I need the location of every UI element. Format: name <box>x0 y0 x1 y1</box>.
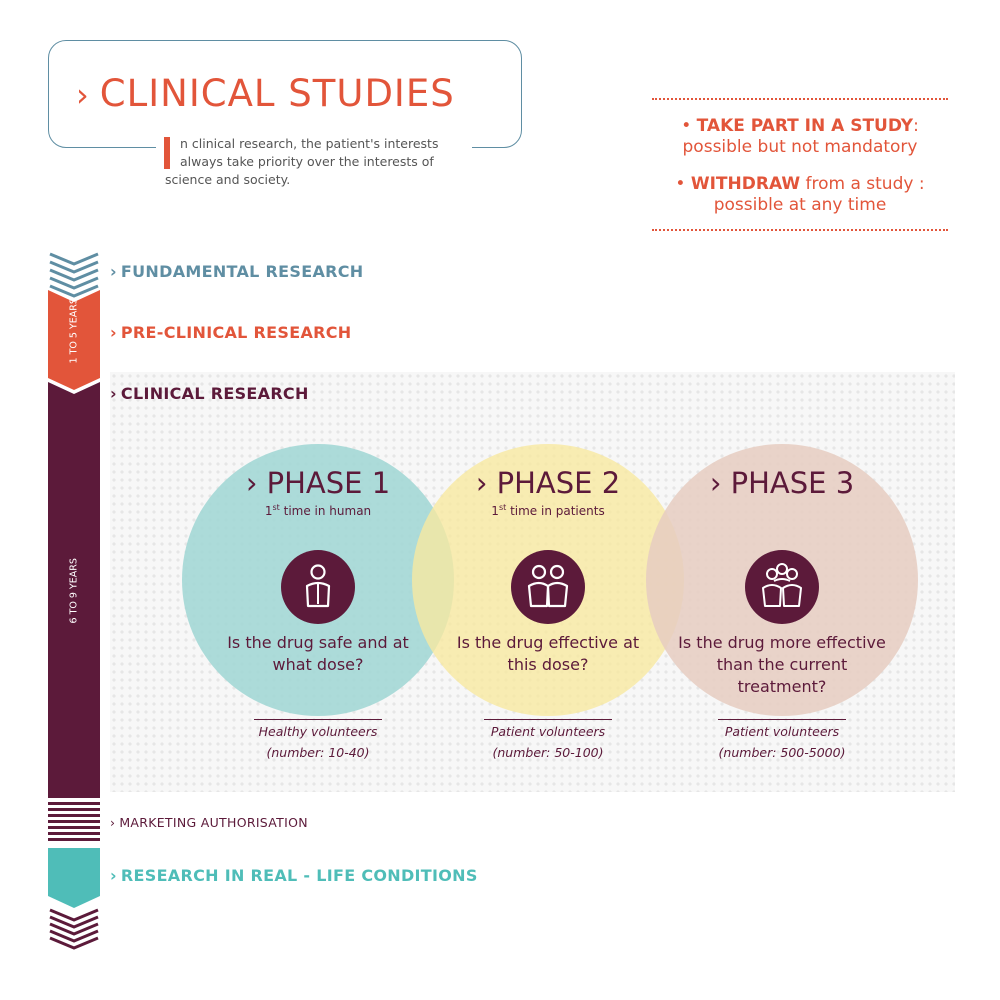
step-label: FUNDAMENTAL RESEARCH <box>120 262 364 281</box>
phase-1-question: Is the drug safe and at what dose? <box>208 632 428 676</box>
ordinal-suffix: st <box>498 503 507 512</box>
intro-text-line: science and society. <box>165 172 291 187</box>
question-line: Is the drug more effective <box>678 633 886 652</box>
title-chevron: › <box>76 76 90 114</box>
phase-3-title: › PHASE 3 <box>709 466 855 500</box>
page-title-text: CLINICAL STUDIES <box>99 72 455 115</box>
rights-item-text: : <box>913 116 919 136</box>
question-line: what dose? <box>272 655 364 674</box>
step-label: RESEARCH IN REAL - LIFE CONDITIONS <box>120 866 478 885</box>
phase-1-volunteer-count: (number: 10-40) <box>266 745 370 760</box>
intro-background <box>156 132 472 194</box>
phase-2-volunteer-rule <box>484 719 612 720</box>
ordinal-suffix: st <box>272 503 280 512</box>
step-fundamental-research: ›FUNDAMENTAL RESEARCH <box>110 262 363 281</box>
intro-text-line: always take priority over the interests … <box>180 154 434 169</box>
group-of-people-icon <box>762 563 802 607</box>
step-real-life-research: ›RESEARCH IN REAL - LIFE CONDITIONS <box>110 866 478 885</box>
phase-2-question: Is the drug effective at this dose? <box>438 632 658 676</box>
timeline-bar <box>48 252 100 950</box>
phase-3-volunteer-count: (number: 500-5000) <box>718 745 846 760</box>
single-person-icon <box>305 564 331 608</box>
intro-drop-cap-bar <box>164 137 170 169</box>
clinical-segment <box>48 382 100 798</box>
step-label: PRE-CLINICAL RESEARCH <box>120 323 352 342</box>
question-line: treatment? <box>737 677 827 696</box>
step-chevron: › <box>110 262 117 281</box>
phase-2-volunteer-count: (number: 50-100) <box>492 745 604 760</box>
subtitle-text: time in human <box>279 504 372 518</box>
two-people-icon <box>527 564 569 608</box>
phase-3-volunteer-type: Patient volunteers <box>724 724 840 739</box>
step-preclinical-research: ›PRE-CLINICAL RESEARCH <box>110 323 352 342</box>
intro-text-line: n clinical research, the patient's inter… <box>180 136 439 151</box>
rights-item-keyword: WITHDRAW <box>690 174 801 194</box>
phase-2-icon-badge <box>511 550 585 624</box>
question-line: Is the drug safe and at <box>227 633 409 652</box>
step-clinical-research: ›CLINICAL RESEARCH <box>110 384 309 403</box>
page-title: ›CLINICAL STUDIES <box>76 72 455 115</box>
phase-1-icon-badge <box>281 550 355 624</box>
phase-1-subtitle: 1st time in human <box>218 503 418 518</box>
rights-item-take-part-detail: possible but not mandatory <box>682 137 918 157</box>
step-marketing-authorisation: ›MARKETING AUTHORISATION <box>110 815 308 830</box>
marketing-stripes <box>48 802 100 841</box>
phase-3-icon-badge <box>745 550 819 624</box>
rights-item-withdraw: • WITHDRAW from a study : <box>652 174 948 194</box>
rights-item-keyword: TAKE PART IN A STUDY <box>696 116 914 136</box>
step-label: MARKETING AUTHORISATION <box>119 815 308 830</box>
phase-3-question: Is the drug more effective than the curre… <box>662 632 902 698</box>
fundamental-chevrons <box>49 252 99 298</box>
phase-3-volunteer-rule <box>718 719 846 720</box>
rights-item-withdraw-detail: possible at any time <box>713 195 887 215</box>
step-label: CLINICAL RESEARCH <box>120 384 309 403</box>
step-chevron: › <box>110 384 117 403</box>
subtitle-text: time in patients <box>506 504 605 518</box>
question-line: than the current <box>716 655 848 674</box>
ordinal-number: 1 <box>264 504 273 518</box>
step-chevron: › <box>110 323 117 342</box>
phase-1-volunteer-type: Healthy volunteers <box>258 724 378 739</box>
phase-1-volunteer-rule <box>254 719 382 720</box>
rights-item-text: from a study : <box>800 174 925 194</box>
preclinical-segment <box>48 290 100 390</box>
ordinal-number: 1 <box>491 504 499 518</box>
dotted-divider-bottom <box>652 229 948 231</box>
question-line: this dose? <box>507 655 589 674</box>
bullet: • <box>675 174 691 194</box>
phase-2-volunteer-type: Patient volunteers <box>490 724 606 739</box>
step-chevron: › <box>110 866 117 885</box>
step-chevron: › <box>110 815 116 830</box>
bullet: • <box>681 116 697 136</box>
real-life-segment <box>48 848 100 908</box>
phase-2-title: › PHASE 2 <box>475 466 621 500</box>
question-line: Is the drug effective at <box>456 633 640 652</box>
phase-1-title: › PHASE 1 <box>245 466 391 500</box>
bottom-chevrons <box>49 908 99 950</box>
dotted-divider-top <box>652 98 948 100</box>
phase-2-subtitle: 1st time in patients <box>448 503 648 518</box>
rights-item-take-part: • TAKE PART IN A STUDY: <box>652 116 948 136</box>
